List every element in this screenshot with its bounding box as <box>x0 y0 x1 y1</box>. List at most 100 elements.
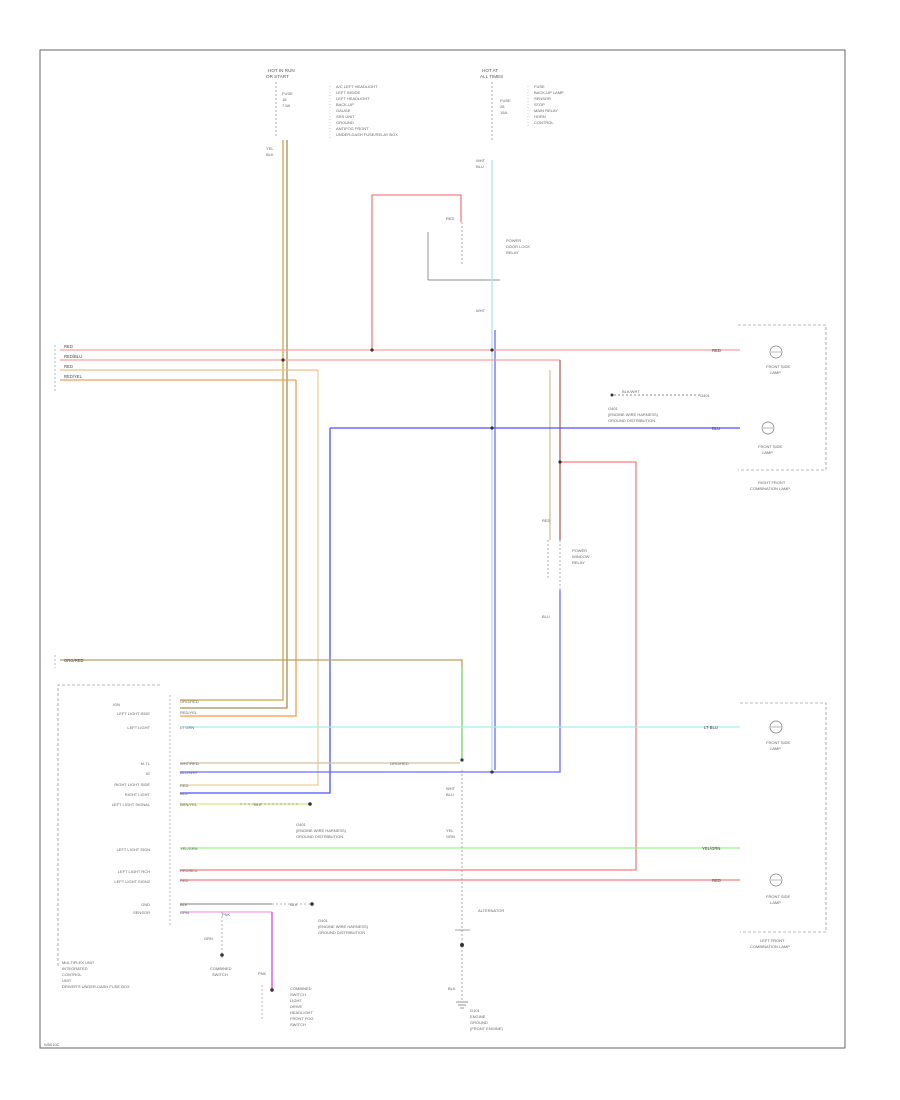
tr-note-5: HORN <box>534 114 546 119</box>
rr-wire3: RED <box>712 878 721 883</box>
cu-ground2-1: G401 <box>318 918 329 923</box>
relay-top-wire: RED <box>446 216 455 221</box>
tl-note-1: LEFT INSIDE <box>336 90 360 95</box>
wire-tan-down <box>180 370 319 786</box>
cu-pin-5: IG <box>146 771 150 776</box>
tr-title-2: ALL TIMES <box>480 74 503 79</box>
lamp-icon <box>761 421 775 435</box>
cu-wire-10: RED <box>180 878 189 883</box>
tr-note-1: BACK-UP LAMP <box>534 90 564 95</box>
tr-wire-1: WHT <box>476 158 486 163</box>
wire-olive-source <box>180 140 288 709</box>
alt-gnd-0: BLK <box>448 986 456 991</box>
tl-note-6: GROUND <box>336 120 354 125</box>
tr-note-4: MAIN RELAY <box>534 108 558 113</box>
tl-note-7: ANTIFOG FRONT <box>336 126 369 131</box>
lamp-icon <box>769 873 783 887</box>
wire-yellow-source <box>180 140 284 701</box>
tl-note-0: A/C LEFT HEADLIGHT <box>336 84 378 89</box>
cu-wire-9: RED/BLU <box>180 868 197 873</box>
top-right-source: HOT AT ALL TIMES FUSE 28 15A FUSE BACK-U… <box>476 68 564 169</box>
cu-wire-6: BLU <box>180 791 188 796</box>
cu-ground2-3: GROUND DISTRIBUTION <box>318 930 365 935</box>
lc-wire-3: RED/YEL <box>64 374 83 379</box>
lc-wire-2: RED <box>64 364 73 369</box>
rf-note-3: GROUND DISTRIBUTION <box>608 418 655 423</box>
bl-sw2-5: FRONT FOG <box>290 1016 313 1021</box>
wire-blue-down <box>180 428 331 794</box>
rf-lamp2-1: FRONT SIDE <box>758 444 782 449</box>
cu-wire-5: RED <box>180 783 189 788</box>
lc-wire-1: RED/BLU <box>64 354 82 359</box>
wire-orange-down <box>180 380 297 717</box>
tr-note-6: CONTROL <box>534 120 554 125</box>
wire-red-long <box>180 461 637 871</box>
mid-center-leads: WHT BLU YEL GRN <box>446 770 463 1000</box>
cu-pin-10: LEFT LIGHT SIGN <box>117 847 151 852</box>
rf-box-label-1: RIGHT FRONT <box>758 480 786 485</box>
tr-note-3: STOP <box>534 102 545 107</box>
cu-ground-3: GROUND DISTRIBUTION <box>296 834 343 839</box>
junction-dots <box>281 348 562 774</box>
rr-box-label-1: LEFT FRONT <box>760 938 785 943</box>
tl-title-2: OR START <box>266 74 289 79</box>
tl-note-3: BACK-UP <box>336 102 354 107</box>
mc-wire2-1: YEL <box>446 828 454 833</box>
alt-gnd-1: G101 <box>470 1008 481 1013</box>
right-front-combination-lamp: RED FRONT SIDE LAMP BLK/WHT G401 G401 (E… <box>608 324 827 491</box>
wires <box>60 140 740 990</box>
relay-top-label-2: DOOR LOCK <box>506 244 530 249</box>
rr-lamp2-2: LAMP <box>770 900 781 905</box>
tr-title-1: HOT AT <box>482 68 498 73</box>
relay-mid-wire-top: RED <box>542 518 551 523</box>
cu-pin-1: LEFT LIGHT SIDE <box>117 711 150 716</box>
cu-pin-14: SENSOR <box>133 910 150 915</box>
tl-note-4: GAUGE <box>336 108 351 113</box>
tl-note-8: UNDER-DASH FUSE/RELAY BOX <box>336 132 398 137</box>
bl-sw2-3: DRIVE <box>290 1004 303 1009</box>
cu-wire-7: BRN/YEL <box>180 802 198 807</box>
cu-bottom-0: MULTIPLEX UNIT <box>62 960 95 965</box>
relay-mid-wire-bot: BLU <box>542 614 550 619</box>
tl-fuse-2: 18 <box>282 97 287 102</box>
rr-lamp1-1: FRONT SIDE <box>766 740 790 745</box>
cu-bottom-1: INTEGRATED <box>62 966 88 971</box>
cu-mid-wire2: BLK <box>254 802 262 807</box>
bl-sw2-1: SWITCH <box>290 992 306 997</box>
rf-note-wire: BLK/WHT <box>622 389 640 394</box>
lc-wire-0: RED <box>64 344 73 349</box>
left-front-combination-lamp: LT BLU FRONT SIDE LAMP YEL/GRN RED FRONT… <box>702 702 827 949</box>
diagram-frame <box>39 49 846 1049</box>
cu-pin-8: LEFT LIGHT SIGNAL <box>112 802 151 807</box>
mc-wire1-2: BLU <box>446 792 454 797</box>
cu-pin-6: RIGHT LIGHT SIDE <box>114 782 150 787</box>
wire-red-relay <box>371 194 462 350</box>
cu-pin-13: GND <box>141 902 150 907</box>
lamp-icon <box>769 345 783 359</box>
rr-lamp2-1: FRONT SIDE <box>766 894 790 899</box>
power-window-relay: RED POWER WINDOW RELAY BLU <box>542 518 590 619</box>
cu-gnd-wire: BLK <box>290 902 298 907</box>
tl-note-5: SRS UNIT <box>336 114 355 119</box>
relay-top-label-1: POWER <box>506 238 521 243</box>
bl-sw2-2: LIGHT <box>290 998 302 1003</box>
relay-mid-label-2: WINDOW <box>572 554 590 559</box>
cu-bottom-2: CONTROL <box>62 972 82 977</box>
lamp-icon <box>769 720 783 734</box>
relay-mid-label-3: RELAY <box>572 560 585 565</box>
alt-gnd-4: (FRONT ENGINE) <box>470 1026 503 1031</box>
cu-pin-7: RIGHT LIGHT <box>125 792 151 797</box>
rr-box-label-2: COMBINATION LAMP <box>750 944 790 949</box>
rf-bottom-wire: BLU <box>712 426 720 431</box>
rf-note-2: (ENGINE WIRE HARNESS) <box>608 412 659 417</box>
bottom-left-switches: GRN PNK COMBINED SWITCH PNK COMBINED SWI… <box>204 912 313 1027</box>
tl-wire-1: YEL <box>266 146 274 151</box>
bl-switch-2: SWITCH <box>212 972 228 977</box>
tr-note-2: SENSOR <box>534 96 551 101</box>
cu-bottom-3: UNIT <box>62 978 72 983</box>
bl-wire-grn: GRN <box>204 936 213 941</box>
bl-wire-pnk: PNK <box>222 912 231 917</box>
bl-sw2-6: SWITCH <box>290 1022 306 1027</box>
ground-icon <box>456 1001 468 1009</box>
